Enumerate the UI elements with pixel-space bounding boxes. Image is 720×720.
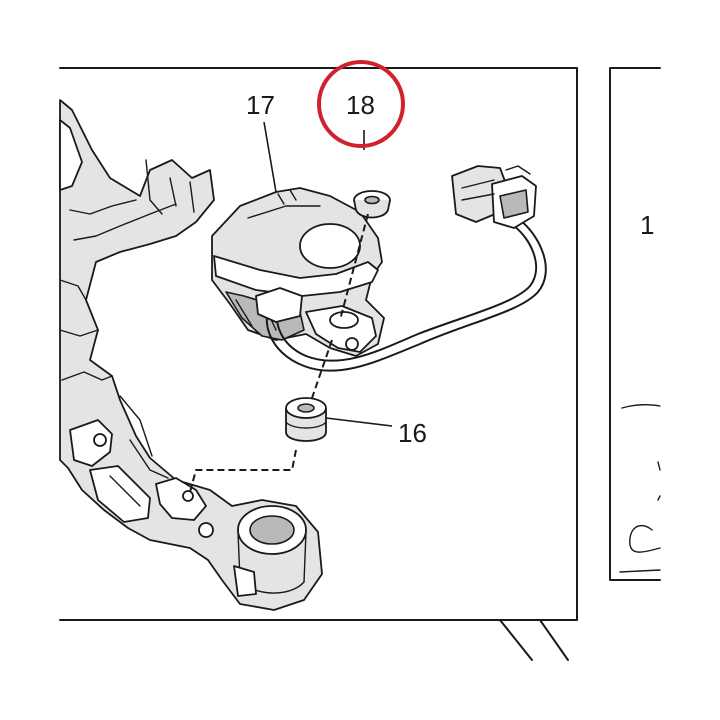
assembly-lines bbox=[189, 213, 369, 493]
callout-16: 16 bbox=[398, 418, 427, 448]
callout-18[interactable]: 18 bbox=[346, 90, 375, 120]
screw-part bbox=[353, 190, 391, 219]
callout-17: 17 bbox=[246, 90, 275, 120]
mounting-bracket bbox=[59, 99, 323, 611]
callout-partial: 1 bbox=[640, 210, 654, 240]
wire-harness bbox=[255, 219, 547, 372]
main-frame bbox=[59, 67, 578, 661]
actuator-motor bbox=[211, 187, 385, 357]
highlight-circle bbox=[317, 60, 405, 148]
adjacent-frame bbox=[609, 67, 661, 581]
grommet-part bbox=[285, 397, 327, 442]
electrical-connector bbox=[451, 165, 537, 229]
